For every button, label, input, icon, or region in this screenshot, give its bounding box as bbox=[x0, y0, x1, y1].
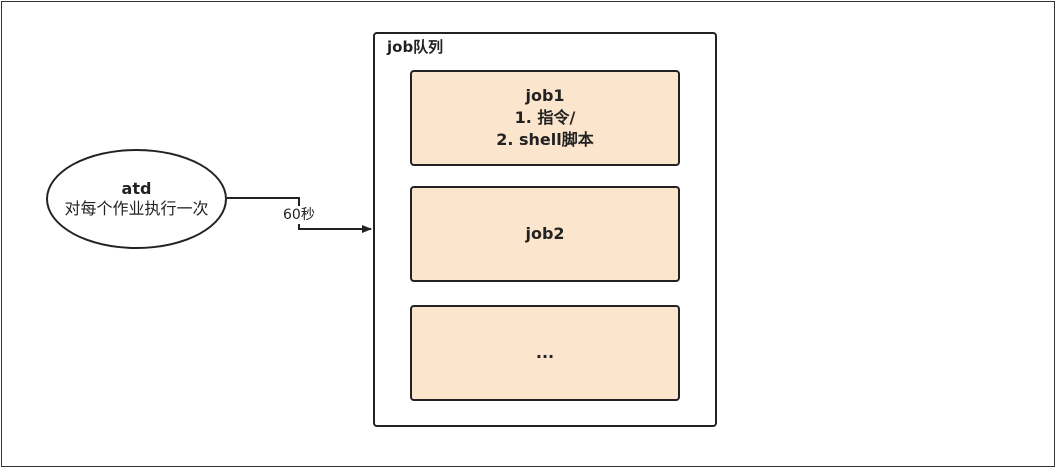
connector-label: 60秒 bbox=[282, 206, 316, 224]
job-queue: job队列 job1 1. 指令/ 2. shell脚本 job2 ... bbox=[373, 32, 717, 427]
atd-node: atd 对每个作业执行一次 bbox=[46, 149, 227, 249]
job-box-more: ... bbox=[410, 305, 680, 401]
atd-description: 对每个作业执行一次 bbox=[64, 199, 209, 218]
job-name: job2 bbox=[525, 224, 565, 243]
job-name: job1 bbox=[525, 86, 565, 105]
job-box-2: job2 bbox=[410, 186, 680, 282]
job-line: 2. shell脚本 bbox=[496, 130, 594, 149]
job-line: 1. 指令/ bbox=[514, 108, 576, 127]
job-name: ... bbox=[535, 343, 555, 362]
job-queue-title: job队列 bbox=[387, 38, 444, 56]
atd-title: atd bbox=[121, 179, 152, 198]
job-box-1: job1 1. 指令/ 2. shell脚本 bbox=[410, 70, 680, 166]
